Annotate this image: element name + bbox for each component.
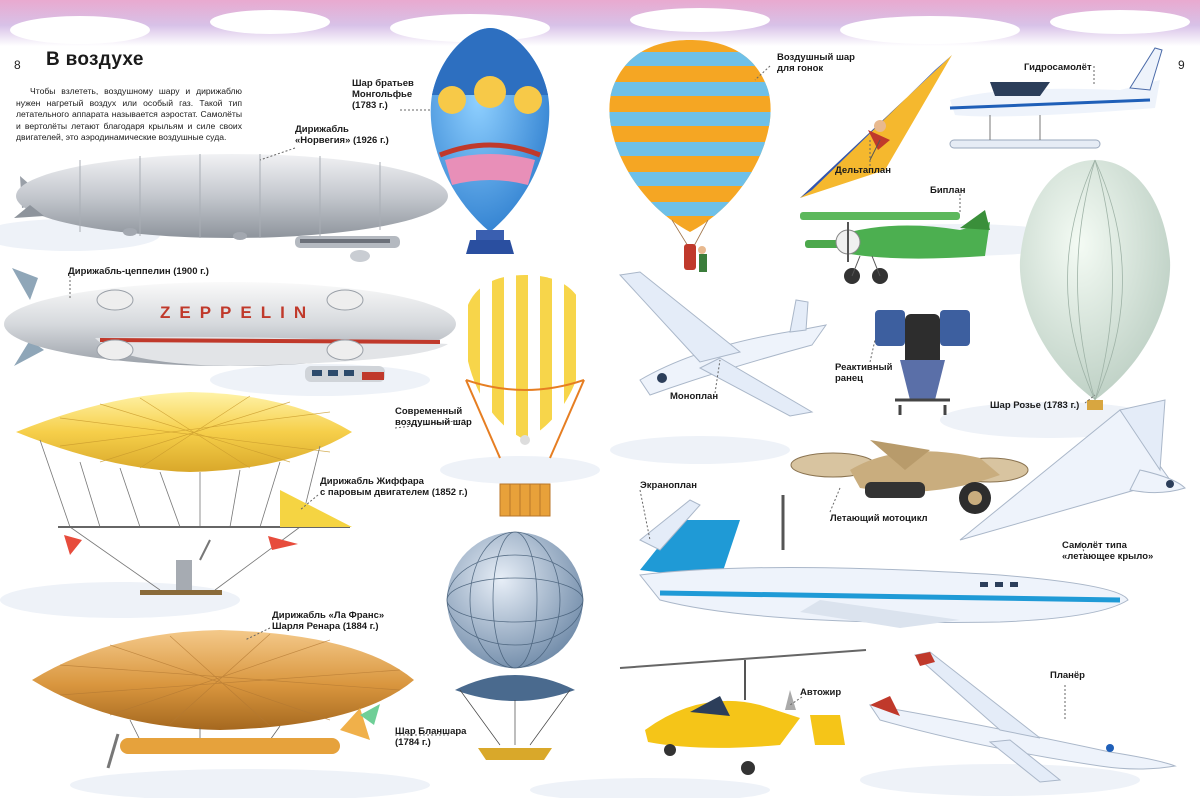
- label-montgolfier: Шар братьев Монгольфье (1783 г.): [352, 78, 414, 111]
- flying-motorcycle: [790, 440, 1029, 514]
- page-title: В воздухе: [46, 49, 144, 70]
- jetpack: [875, 310, 970, 415]
- seaplane: [949, 47, 1163, 149]
- label-blanchard: Шар Бланшара (1784 г.): [395, 726, 467, 748]
- label-glider: Планёр: [1050, 670, 1085, 681]
- label-la-france: Дирижабль «Ла Франс» Шарля Ренара (1884 …: [272, 610, 385, 632]
- flying-wing: [959, 399, 1186, 541]
- ekranoplan: [639, 495, 1129, 628]
- label-seaplane: Гидросамолёт: [1024, 62, 1092, 73]
- giffard-airship: [16, 392, 352, 595]
- label-flying-wing: Самолёт типа «летающее крыло»: [1062, 540, 1154, 562]
- label-jetpack: Реактивный ранец: [835, 362, 893, 384]
- label-ekranoplan: Экраноплан: [640, 480, 697, 491]
- glider: [868, 651, 1177, 783]
- blanchard-balloon: [446, 531, 584, 760]
- autogyro: [619, 649, 867, 775]
- rozier-balloon: [1019, 159, 1171, 410]
- race-balloon: [609, 40, 771, 272]
- label-autogyro: Автожир: [800, 687, 842, 698]
- label-race-balloon: Воздушный шар для гонок: [777, 52, 855, 74]
- label-rozier: Шар Розье (1783 г.): [990, 400, 1080, 411]
- label-modern-balloon: Современный воздушный шар: [395, 406, 472, 428]
- intro-paragraph: Чтобы взлететь, воздушному шару и дирижа…: [16, 86, 242, 143]
- monoplane: [618, 271, 828, 417]
- page-number-left: 8: [14, 58, 21, 72]
- label-hang-glider: Дельтаплан: [835, 165, 891, 176]
- label-flying-moto: Летающий мотоцикл: [830, 513, 928, 524]
- label-norvegia: Дирижабль «Норвегия» (1926 г.): [295, 124, 389, 146]
- zeppelin-lettering: ZEPPELIN: [160, 303, 315, 322]
- label-biplane: Биплан: [930, 185, 966, 196]
- page-number-right: 9: [1178, 58, 1185, 72]
- biplane: [800, 210, 990, 284]
- norvegia-airship: [14, 154, 448, 262]
- hang-glider: [800, 55, 952, 198]
- label-zeppelin-1900: Дирижабль-цеппелин (1900 г.): [68, 266, 209, 277]
- label-giffard: Дирижабль Жиффара с паровым двигателем (…: [320, 476, 468, 498]
- la-france-airship: [32, 630, 414, 769]
- montgolfier-balloon: [430, 28, 550, 254]
- leader-lines: [69, 65, 1096, 736]
- zeppelin-airship: ZEPPELIN: [4, 268, 456, 382]
- label-monoplane: Моноплан: [670, 391, 719, 402]
